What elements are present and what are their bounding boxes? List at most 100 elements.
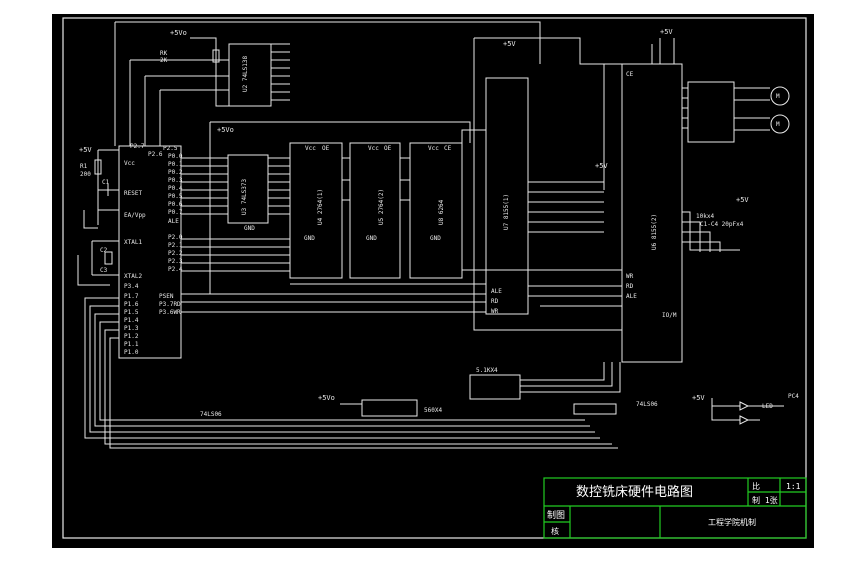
schematic-label: +5V (692, 394, 705, 402)
schematic-label: GND (304, 235, 315, 242)
crystal (104, 251, 113, 265)
chip-u1: Vcc RESET EA/Vpp XTAL1 XTAL2 ALE PSEN P3… (118, 143, 183, 359)
checked-label: 核 (551, 526, 559, 536)
schematic-wire (77, 255, 110, 286)
schematic-label: U4 2764(1) (317, 189, 324, 225)
schematic-wire (361, 399, 418, 417)
chip-u2-body (228, 43, 272, 107)
drawing-sheet (52, 14, 814, 548)
schematic-label: ALE (168, 218, 179, 225)
chip-u3: U3 74LS373 +5Vo GND (217, 126, 269, 232)
schematic-label: P1.3 (124, 325, 139, 332)
schematic-label: U7 8155(1) (503, 194, 510, 230)
schematic-label: C2 (100, 247, 108, 254)
schematic-label: RD (491, 298, 499, 305)
schematic-label: R1 (80, 163, 88, 170)
schematic-wire (461, 129, 486, 143)
schematic-label: P3.7RD (159, 301, 181, 308)
schematic-label: XTAL1 (124, 239, 142, 246)
schematic-wire (711, 406, 740, 421)
schematic-label: +5V (503, 40, 516, 48)
schematic-wire (739, 401, 750, 411)
schematic-label: M (776, 93, 780, 100)
schematic-wire (115, 21, 541, 64)
schematic-label: LED (762, 403, 773, 410)
schematic-label: U2 74LS138 (242, 55, 249, 92)
schematic-label: CE (626, 71, 634, 78)
schematic-label: 10kx4 (696, 213, 714, 220)
resistor-array-5k1: 5.1KX4 (469, 362, 621, 400)
schematic-wire (473, 38, 622, 331)
school-label: 工程学院机制 (708, 517, 756, 527)
schematic-label: GND (244, 225, 255, 232)
chip-u7: U7 8155(1) ALE RD WR (485, 77, 529, 315)
schematic-label: Vcc (124, 160, 135, 167)
schematic-label: P0.4 (168, 185, 183, 192)
motor-1 (770, 86, 790, 106)
chip-u4: U4 2764(1) Vcc OE GND (289, 142, 343, 279)
scale-label: 比 (752, 481, 760, 491)
bus-wiring (114, 21, 675, 331)
schematic-wire (520, 362, 621, 393)
schematic-label: Vcc (428, 145, 439, 152)
schematic-label: GND (430, 235, 441, 242)
resistor-r1 (94, 159, 102, 175)
schematic-wire (469, 374, 521, 400)
schematic-label: P1.5 (124, 309, 139, 316)
schematic-label: ALE (491, 288, 502, 295)
schematic-label: P0.5 (168, 193, 183, 200)
schematic-label: P0.6 (168, 201, 183, 208)
schematic-label: RESET (124, 190, 142, 197)
schematic-wire (104, 329, 612, 445)
schematic-label: WR (491, 308, 499, 315)
chip-u7-body (485, 77, 529, 315)
schematic-label: P2.6 (148, 151, 163, 158)
schematic-label: XTAL2 (124, 273, 142, 280)
schematic-label: U5 2764(2) (378, 189, 385, 225)
schematic-label: Vcc (368, 145, 379, 152)
schematic-wire (682, 231, 711, 252)
schematic-label: P1.7 (124, 293, 139, 300)
schematic-wire (520, 362, 605, 381)
schematic-label: 200 (80, 171, 91, 178)
led-indicator: +5V LED PC4 (692, 393, 799, 425)
chip-u5-body (349, 142, 401, 279)
chip-u8-body (409, 142, 463, 279)
schematic-wire (682, 211, 740, 251)
schematic-label: P1.0 (124, 349, 139, 356)
schematic-label: C1-C4 20pFx4 (700, 221, 744, 228)
schematic-label: CE (444, 145, 452, 152)
schematic-label: P1.6 (124, 301, 139, 308)
schematic-label: P3.4 (124, 283, 139, 290)
schematic-label: 74LS06 (636, 401, 658, 408)
schematic-label: GND (366, 235, 377, 242)
schematic-label: +5Vo (318, 394, 335, 402)
chip-u5: U5 2764(2) Vcc OE GND (349, 142, 401, 279)
schematic-label: OE (322, 145, 330, 152)
schematic-label: U8 6264 (438, 199, 445, 225)
schematic-label: U3 74LS373 (241, 178, 248, 215)
chip-u1-body (118, 145, 182, 359)
schematic-wire (94, 313, 590, 427)
title-block-frame (543, 477, 807, 539)
motor-drivers: M M (682, 81, 790, 143)
schematic-label: P1.1 (124, 341, 139, 348)
schematic-label: P0.1 (168, 161, 183, 168)
schematic-wire (739, 415, 750, 425)
schematic-label: P2.0 (168, 234, 183, 241)
schematic-label: C3 (100, 267, 108, 274)
schematic-label: +5Vo (217, 126, 234, 134)
schematic-label: U6 8155(2) (651, 214, 658, 250)
keypad-network: +5V 10kx4 C1-C4 20pFx4 (682, 196, 749, 252)
schematic-label: 74LS06 (200, 411, 222, 418)
schematic-label: +5Vo (170, 29, 187, 37)
chip-u8: U8 6264 Vcc CE GND (409, 142, 463, 279)
schematic-label: P2.4 (168, 266, 183, 273)
schematic-wire (682, 241, 721, 252)
schematic-wire (84, 297, 600, 439)
resistor-array-560: +5Vo 560X4 (318, 394, 442, 417)
schematic-label: 560X4 (424, 407, 442, 414)
schematic-label: P2.1 (168, 242, 183, 249)
